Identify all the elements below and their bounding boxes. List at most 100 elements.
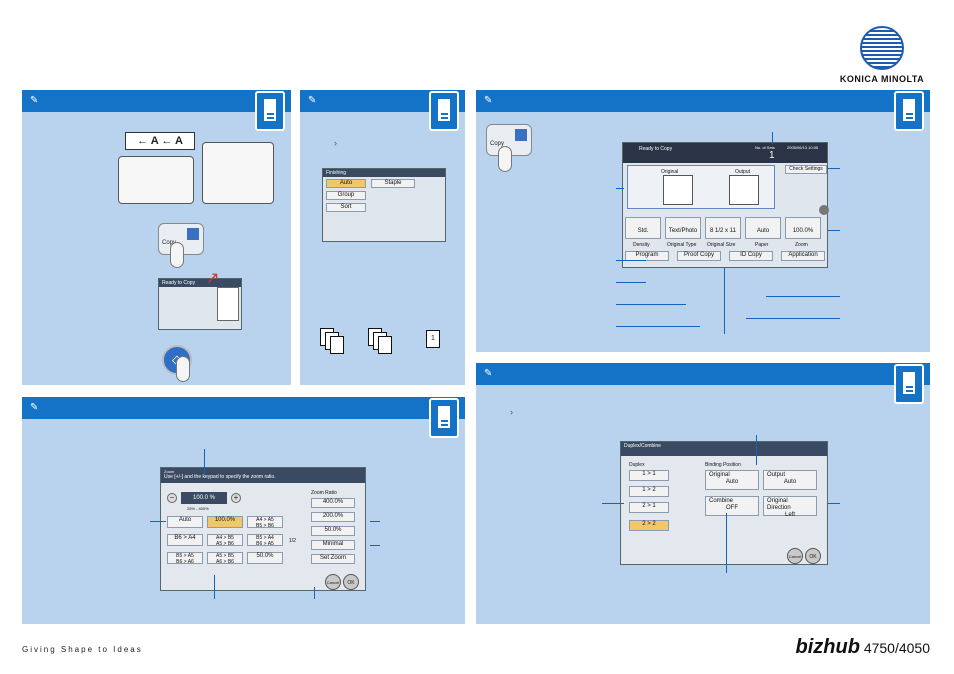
- panel-header: ✎: [22, 397, 465, 419]
- zoom-ratio-button[interactable]: 400.0%: [311, 498, 355, 508]
- panel-duplex-combine: ✎ › Duplex/Combine Duplex 1 > 1 1 > 2 2 …: [476, 363, 930, 624]
- ok-button[interactable]: OK: [343, 574, 359, 590]
- zoom-preset-button[interactable]: 50.0%: [247, 552, 283, 564]
- finishing-sort-button[interactable]: Sort: [326, 203, 366, 212]
- original-size-tile[interactable]: 8 1/2 x 11: [705, 217, 741, 239]
- binding-output-button[interactable]: Output Auto: [763, 470, 817, 490]
- zoom-value-field[interactable]: 100.0 %: [181, 492, 227, 504]
- next-arrow-icon[interactable]: [819, 205, 829, 215]
- binding-original-value: Auto: [725, 479, 739, 486]
- paper-label: Paper: [755, 242, 769, 248]
- callout-line: [726, 513, 727, 573]
- callout-line: [616, 304, 686, 305]
- cancel-button[interactable]: Cancel: [787, 548, 803, 564]
- callout-line: [756, 435, 757, 465]
- application-button[interactable]: Application: [781, 251, 825, 261]
- copy-icon: [515, 129, 527, 141]
- panel-header: ✎: [476, 363, 930, 385]
- no-of-sets-label: No. of Sets: [755, 145, 775, 150]
- callout-line: [772, 132, 773, 144]
- staple-page-icon: 1: [426, 330, 440, 348]
- binding-output-value: Auto: [783, 479, 797, 486]
- finishing-group-button[interactable]: Group: [326, 191, 366, 200]
- output-thumbnail: [729, 175, 759, 205]
- zoom-preset-button[interactable]: A4 > A5 B5 > B6: [247, 516, 283, 529]
- callout-line: [828, 230, 840, 231]
- staple-button[interactable]: Staple: [371, 179, 415, 188]
- finishing-auto-button[interactable]: Auto: [326, 179, 366, 188]
- document-icon: [894, 364, 924, 404]
- no-of-sets-value: 1: [769, 150, 775, 161]
- paper-tile[interactable]: Auto: [745, 217, 781, 239]
- combine-button[interactable]: Combine OFF: [705, 496, 759, 516]
- duplex-2-2-button[interactable]: 2 > 2: [629, 520, 669, 531]
- duplex-1-2-button[interactable]: 1 > 2: [629, 486, 669, 497]
- copy-icon: [187, 228, 199, 240]
- callout-line: [828, 168, 840, 169]
- zoom-title: Zoom: [161, 468, 365, 474]
- zoom-preset-button[interactable]: A5 > B5 A6 > B6: [207, 552, 243, 565]
- duplex-2-1-button[interactable]: 2 > 1: [629, 502, 669, 513]
- binding-original-button[interactable]: Original Auto: [705, 470, 759, 490]
- check-settings-button[interactable]: Check Settings: [785, 165, 827, 174]
- binding-output-label: Output: [767, 472, 786, 478]
- zoom-ratio-button[interactable]: 200.0%: [311, 512, 355, 522]
- zoom-preset-button[interactable]: A4 > B5 A5 > B6: [207, 534, 243, 547]
- binding-position-label: Binding Position: [705, 462, 741, 468]
- pen-icon: ✎: [30, 95, 39, 106]
- status-text: Ready to Copy: [639, 146, 673, 152]
- zoom-preset-button[interactable]: B5 > A4 B6 > A5: [247, 534, 283, 547]
- zoom-preset-button[interactable]: B6 > A4: [167, 534, 203, 546]
- binding-original-label: Original: [709, 472, 730, 478]
- original-thumbnail: [663, 175, 693, 205]
- step-bullet-icon: ›: [334, 138, 337, 148]
- model-name: bizhub 4750/4050: [795, 636, 930, 659]
- panel-header: ✎: [22, 90, 291, 112]
- zoom-ratio-button[interactable]: 50.0%: [311, 526, 355, 536]
- copy-main-screen: Ready to Copy No. of Sets 1 2005/06/13 1…: [622, 142, 829, 268]
- zoom-plus-button[interactable]: +: [231, 493, 241, 503]
- cancel-button[interactable]: Cancel: [325, 574, 341, 590]
- ok-button[interactable]: OK: [805, 548, 821, 564]
- zoom-range: 25% - 400%: [187, 506, 209, 511]
- zoom-preset-button[interactable]: B5 > A5 B6 > A6: [167, 552, 203, 565]
- combine-value: OFF: [726, 505, 738, 512]
- set-zoom-button[interactable]: Set Zoom: [311, 554, 355, 564]
- finishing-screen-title: Finishing: [323, 169, 445, 177]
- finger-icon: [498, 146, 512, 172]
- callout-line: [724, 268, 725, 334]
- panel-copy-screen: ✎ Copy Ready to Copy No. of Sets 1 2005/…: [476, 90, 930, 352]
- callout-line: [314, 587, 315, 599]
- proof-copy-button[interactable]: Proof Copy: [677, 251, 721, 261]
- document-icon: [429, 91, 459, 131]
- panel-header: ✎: [476, 90, 930, 112]
- konica-minolta-logo: KONICA MINOLTA: [832, 26, 932, 84]
- duplex-1-1-button[interactable]: 1 > 1: [629, 470, 669, 481]
- original-direction-button[interactable]: Original Direction Left: [763, 496, 817, 519]
- original-direction-value: Left: [784, 512, 795, 519]
- zoom-100-button[interactable]: 100.0%: [207, 516, 243, 528]
- pen-icon: ✎: [308, 95, 317, 106]
- original-label: Original: [661, 169, 679, 175]
- callout-line: [616, 260, 646, 261]
- panel-finishing: ✎ › Finishing Auto Group Sort Staple 1: [300, 90, 465, 385]
- zoom-minus-button[interactable]: −: [167, 493, 177, 503]
- datetime: 2005/06/13 10:05: [787, 145, 819, 150]
- callout-line: [370, 521, 380, 522]
- output-label: Output: [735, 169, 751, 175]
- callout-line: [746, 318, 840, 319]
- zoom-screen: Zoom Use [+/-] and the keypad to specify…: [160, 467, 366, 591]
- id-copy-button[interactable]: ID Copy: [729, 251, 773, 261]
- density-tile[interactable]: Std.: [625, 217, 661, 239]
- pen-icon: ✎: [484, 95, 493, 106]
- copy-key-label: Copy: [162, 240, 177, 246]
- original-type-tile[interactable]: Text/Photo: [665, 217, 701, 239]
- zoom-auto-button[interactable]: Auto: [167, 516, 203, 528]
- minimal-button[interactable]: Minimal: [311, 540, 355, 550]
- sort-stack-icon: [378, 336, 392, 354]
- document-icon: [429, 398, 459, 438]
- combine-label: Combine: [709, 498, 734, 504]
- program-button[interactable]: Program: [625, 251, 669, 261]
- zoom-label: Zoom: [795, 242, 808, 248]
- zoom-tile[interactable]: 100.0%: [785, 217, 821, 239]
